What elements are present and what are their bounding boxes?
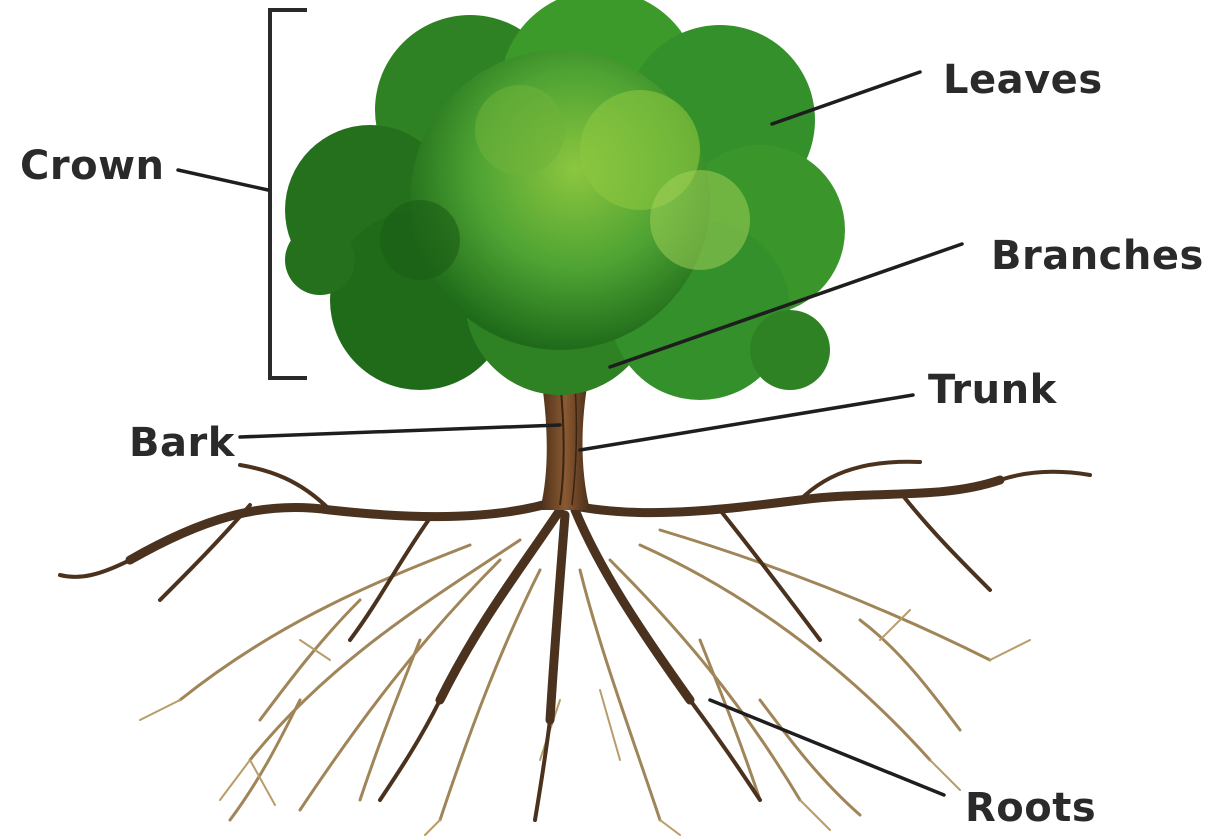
- bark-label: Bark: [129, 423, 235, 463]
- crown-foliage-graphic: [285, 0, 845, 400]
- crown-label: Crown: [20, 146, 165, 186]
- crown-leader-line: [178, 170, 268, 190]
- roots-label: Roots: [965, 788, 1096, 828]
- bark-leader-line: [240, 425, 560, 437]
- branches-label: Branches: [991, 236, 1204, 276]
- trunk-leader-line: [580, 395, 913, 450]
- leaves-label: Leaves: [943, 60, 1103, 100]
- trunk-label: Trunk: [928, 370, 1057, 410]
- roots-graphic: [60, 462, 1090, 835]
